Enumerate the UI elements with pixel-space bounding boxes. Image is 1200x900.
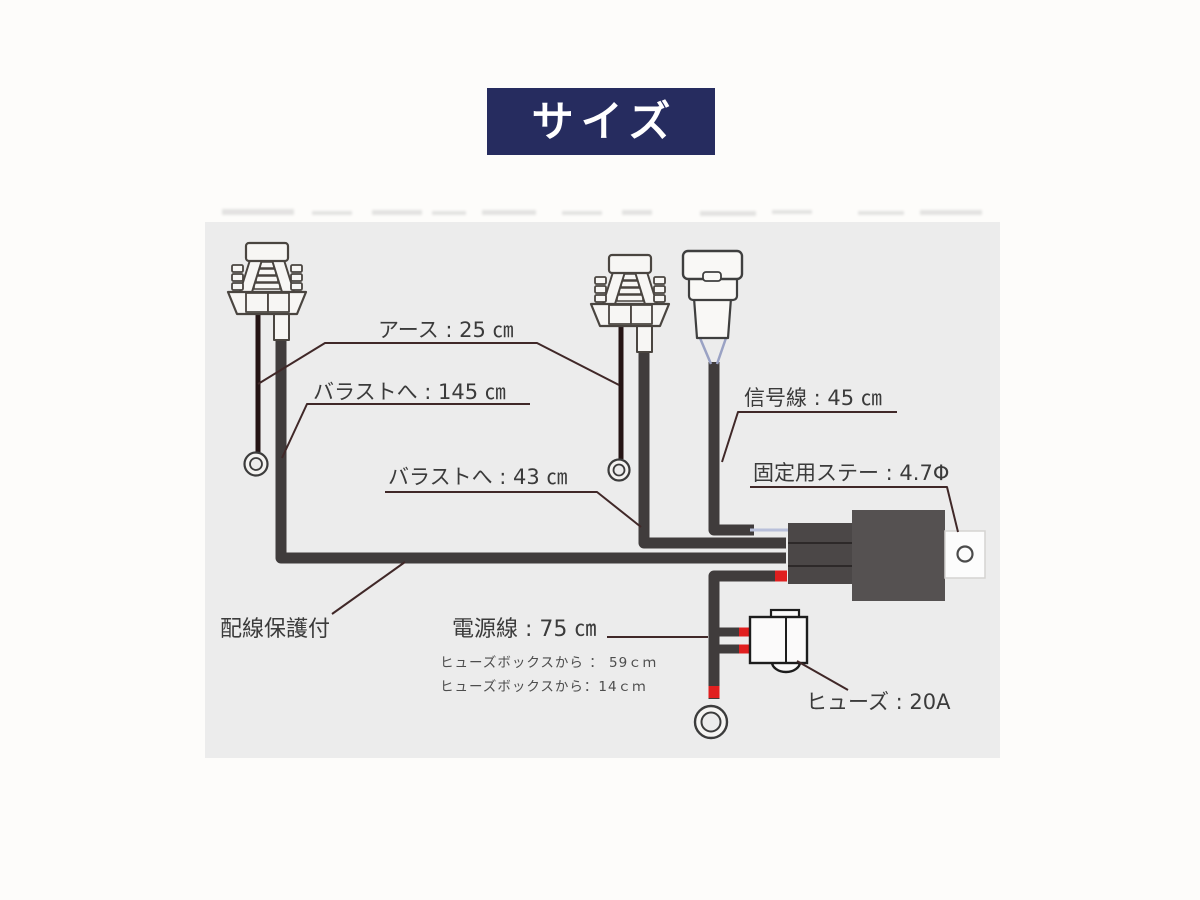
wiring-diagram bbox=[205, 209, 1000, 758]
leader-ground bbox=[257, 342, 620, 386]
power-wire bbox=[708, 570, 786, 699]
diagram-panel: アース : 25 ㎝ バラストへ : 145 ㎝ バラストへ : 43 ㎝ 信号… bbox=[205, 200, 1000, 758]
signal-plug-connector bbox=[681, 249, 744, 340]
fuse-holder-bulge bbox=[770, 661, 802, 674]
fuse-holder bbox=[748, 608, 809, 674]
label-protection: 配線保護付 bbox=[220, 617, 331, 642]
leader-fuse bbox=[796, 660, 849, 691]
leader-stay bbox=[750, 486, 959, 533]
leader-ballast-short bbox=[385, 491, 642, 528]
title-banner: サイズ bbox=[487, 88, 715, 155]
page-title: サイズ bbox=[531, 96, 678, 146]
leader-ballast-long bbox=[281, 403, 530, 459]
label-power: 電源線 : 75 ㎝ bbox=[452, 617, 597, 642]
plug-latch bbox=[702, 271, 722, 282]
ring-terminal-battery bbox=[693, 704, 729, 740]
leader-signal bbox=[721, 411, 897, 463]
leader-protection bbox=[331, 561, 406, 615]
signal-wire bbox=[708, 362, 754, 536]
fuse-holder-box bbox=[748, 615, 809, 665]
callout-lines bbox=[257, 342, 959, 691]
label-ballast-short: バラストへ : 43 ㎝ bbox=[388, 465, 568, 489]
ballast-connector bbox=[226, 241, 308, 341]
plug-lead-wires bbox=[698, 337, 728, 365]
connector-ribs bbox=[231, 264, 303, 291]
ballast-wire-short bbox=[638, 344, 786, 549]
connector-cap bbox=[244, 241, 290, 263]
label-fusebox-note-1: ヒューズボックスから ： 59ｃｍ bbox=[440, 655, 658, 671]
ring-terminal-ground-left bbox=[243, 451, 269, 477]
label-stay: 固定用ステー : 4.7Φ bbox=[753, 461, 950, 485]
label-ballast-long: バラストへ : 145 ㎝ bbox=[313, 380, 506, 404]
label-fusebox-note-2: ヒューズボックスから：14ｃｍ bbox=[440, 679, 647, 695]
label-fuse: ヒューズ : 20A bbox=[806, 690, 951, 714]
relay-body bbox=[852, 510, 945, 601]
mount-stay bbox=[944, 530, 986, 579]
blurred-watermark bbox=[222, 209, 982, 216]
plug-body bbox=[692, 296, 733, 340]
label-ground: アース : 25 ㎝ bbox=[378, 318, 514, 342]
ballast-wire-long bbox=[275, 336, 786, 564]
wire-boot bbox=[273, 311, 290, 341]
label-signal: 信号線 : 45 ㎝ bbox=[744, 386, 882, 410]
relay-socket bbox=[788, 523, 852, 584]
red-bands bbox=[708, 570, 787, 698]
ring-terminal-ground-middle bbox=[607, 458, 631, 482]
stay-hole bbox=[956, 545, 974, 563]
